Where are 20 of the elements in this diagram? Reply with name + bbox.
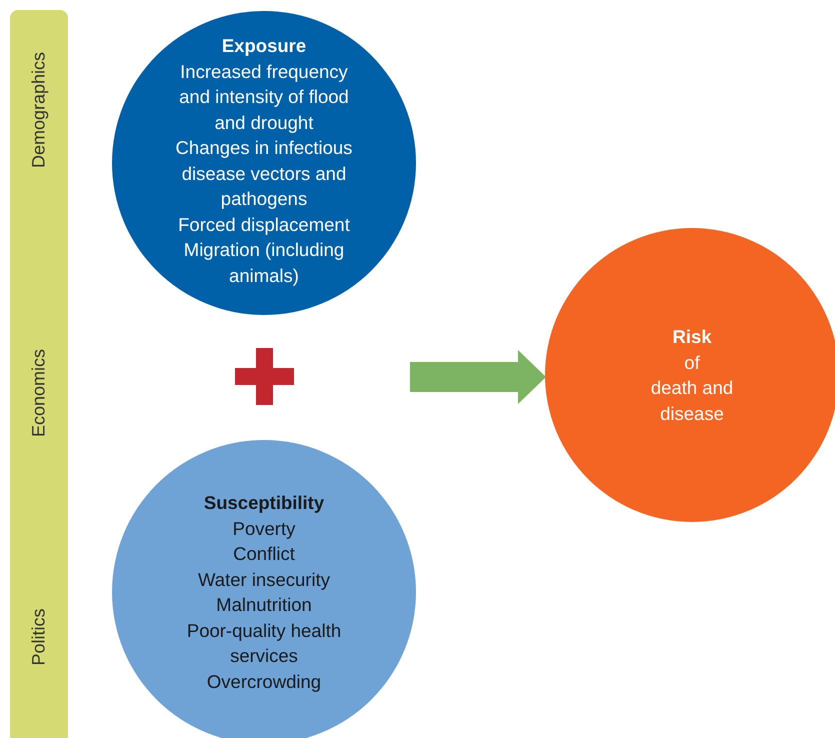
band-label: Economics [28,348,50,438]
circle-heading: Risk [671,325,713,349]
band-label: Demographics [28,52,50,168]
circle-text: Overcrowding [206,670,322,694]
circle-text: of [683,350,701,374]
circle-text: Poverty [232,516,296,541]
circle-text: Malnutrition [215,593,313,617]
block-arrow [410,350,546,404]
circle-text: Changes in infectious disease vectors and pathogens [174,136,354,211]
circle-text: Poor-quality health services [186,618,342,668]
band-label: Politics [28,608,50,666]
category-band [10,10,68,738]
circle-text: Migration (including animals) [182,238,346,288]
circle-heading: Susceptibility [202,491,326,515]
circle-text: Water insecurity [197,568,331,592]
circle-heading: Exposure [220,34,308,58]
circle-text: death and disease [650,376,734,426]
circle-text: Forced displacement [177,212,351,237]
circle-text: Increased frequency and intensity of flood and drought [178,60,350,135]
circle-text: Conflict [232,542,296,566]
